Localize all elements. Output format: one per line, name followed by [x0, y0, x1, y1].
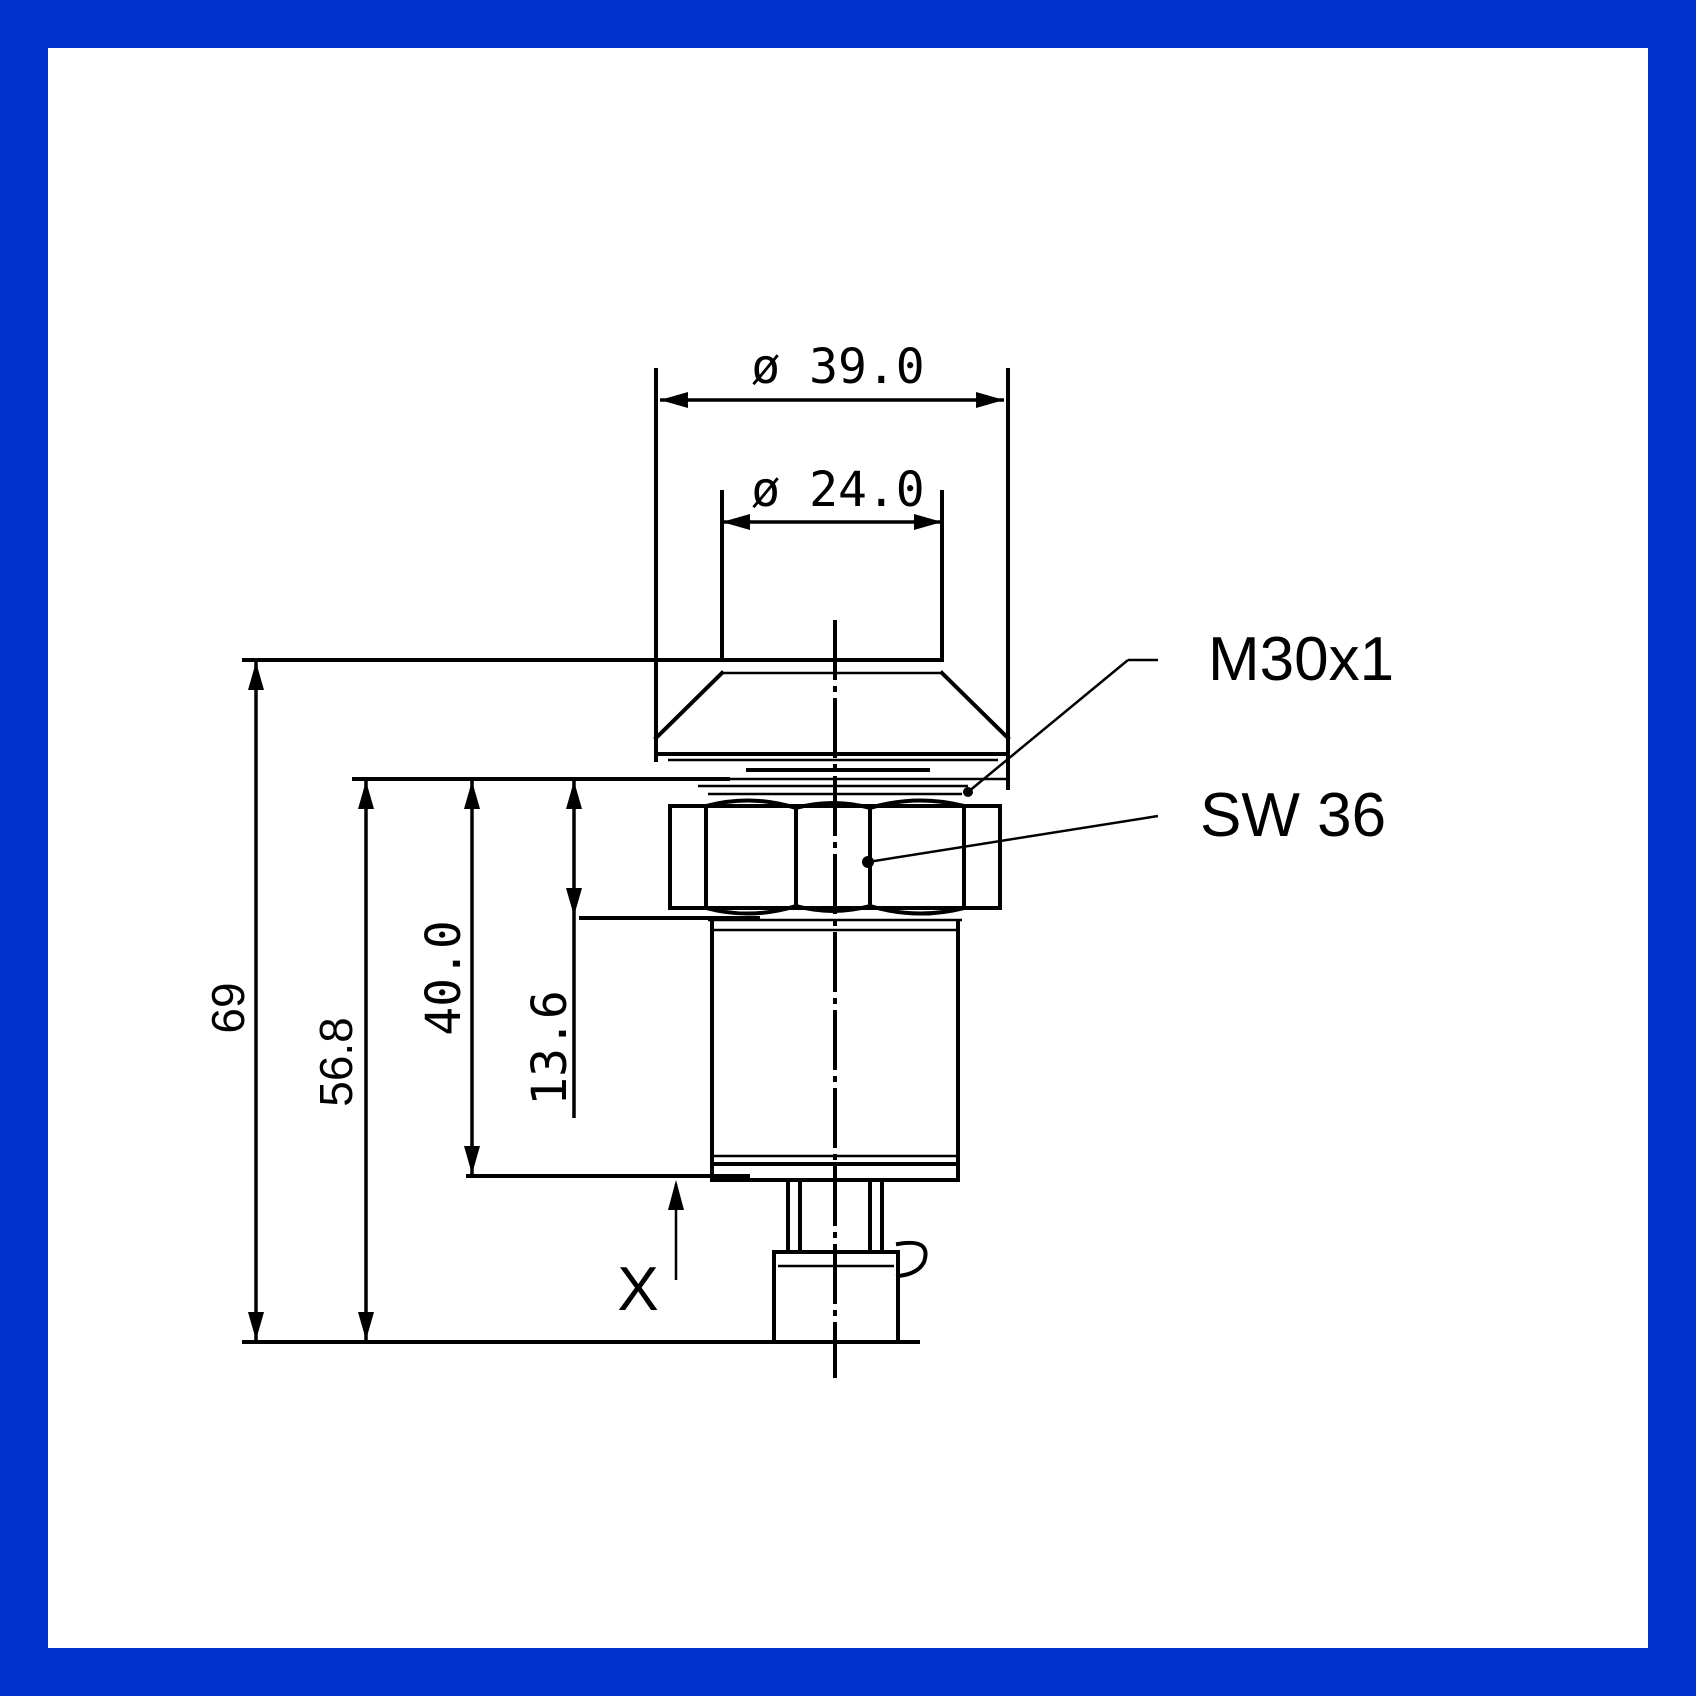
outer-diameter-dimension — [660, 392, 1004, 408]
total-height-label: 69 — [202, 982, 254, 1033]
nut-height-dimension — [566, 781, 582, 1118]
inner-diameter-dimension — [722, 514, 942, 530]
thread-length-dimension — [464, 781, 480, 1174]
x-reference-label: X — [617, 1255, 658, 1324]
body-height-label: 56.8 — [310, 1017, 362, 1107]
thread-leader — [963, 658, 1158, 797]
connector — [772, 1178, 928, 1344]
body-height-dimension — [358, 781, 374, 1340]
x-reference-arrow — [668, 1180, 684, 1280]
technical-drawing: ø 39.0 ø 24.0 69 56.8 — [202, 339, 1394, 1378]
sensor-head — [653, 368, 1011, 790]
thread-label: M30x1 — [1208, 625, 1394, 694]
thread-length-label: 40.0 — [416, 920, 472, 1036]
inner-diameter-label: ø 24.0 — [751, 462, 924, 518]
drawing-canvas: ø 39.0 ø 24.0 69 56.8 — [48, 48, 1648, 1648]
nut-height-label: 13.6 — [522, 990, 578, 1106]
wrench-size-label: SW 36 — [1200, 781, 1386, 850]
outer-diameter-label: ø 39.0 — [751, 339, 924, 395]
total-height-dimension — [248, 662, 264, 1340]
wrench-size-leader — [862, 814, 1159, 868]
